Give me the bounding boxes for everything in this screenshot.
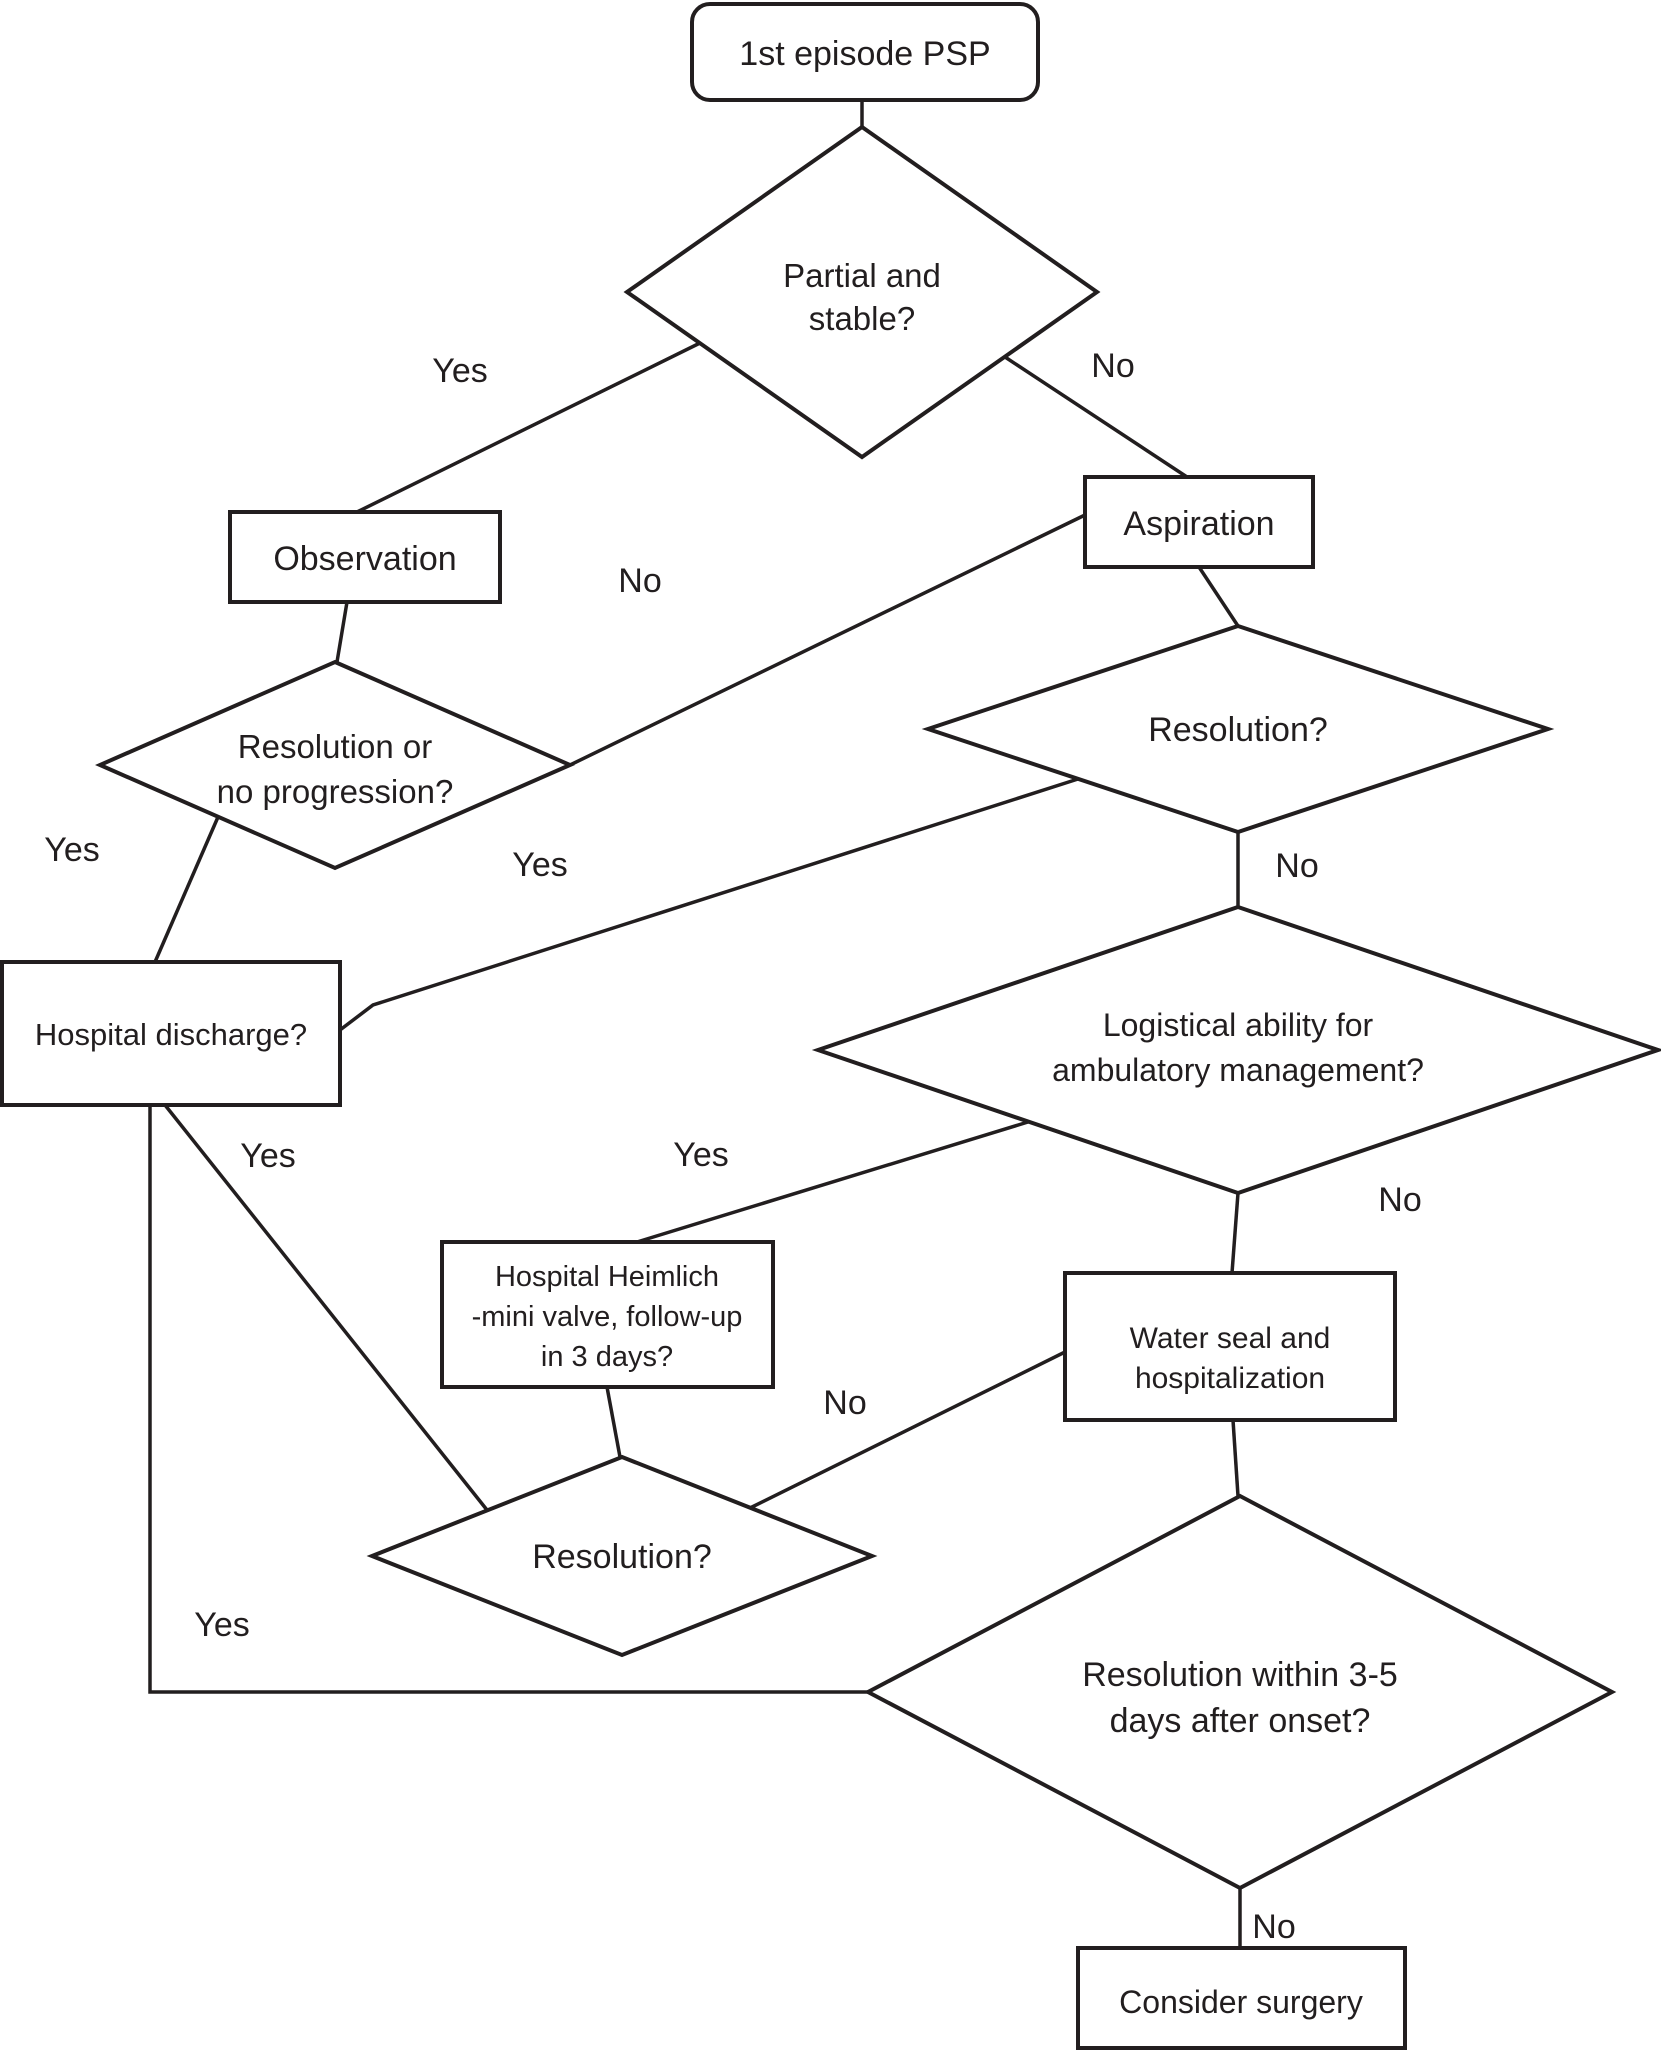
heimlich-box-label-line1: Hospital Heimlich (495, 1261, 719, 1293)
observation-box-label: Observation (273, 540, 456, 578)
aspiration-box-shape (1083, 475, 1315, 569)
start-box-shape (690, 2, 1040, 102)
hospital-discharge-box-shape (0, 960, 342, 1107)
decision-resolution-or-no-progression-label-line1: Resolution or (238, 728, 432, 765)
label-resolution35-yes: Yes (194, 1606, 249, 1644)
edge-resolution35-yes-return-to-discharge (148, 1105, 868, 1694)
edge-resolution2-no-to-waterseal (749, 1350, 1066, 1510)
decision-resolution-after-heimlich-shape (366, 1454, 878, 1658)
label-partial-no: No (1091, 347, 1134, 385)
label-resnoprog-no: No (618, 562, 661, 600)
edge-logistical-yes-to-heimlich (636, 1120, 1029, 1244)
decision-logistical-ability-label-line2: ambulatory management? (1052, 1052, 1424, 1088)
water-seal-box-label-line2: hospitalization (1135, 1362, 1325, 1395)
decision-partial-stable-shape (623, 124, 1101, 460)
decision-resolution-3-5-days-shape (863, 1493, 1617, 1891)
water-seal-box-shape (1063, 1271, 1397, 1422)
label-partial-yes: Yes (432, 352, 487, 390)
decision-logistical-ability-label-line1: Logistical ability for (1103, 1007, 1374, 1043)
decision-resolution-after-aspiration-shape (921, 623, 1555, 835)
edge-resolution2-yes-to-discharge (163, 1103, 489, 1512)
decision-resolution-or-no-progression-label-line2: no progression? (217, 773, 454, 810)
water-seal-box-label-line1: Water seal and (1130, 1322, 1331, 1355)
edge-logistical-no-to-waterseal (1230, 1192, 1240, 1274)
edge-heimlich-to-resolution2 (605, 1386, 622, 1458)
decision-partial-stable-label-line1: Partial and (783, 257, 941, 294)
label-logistical-no: No (1378, 1181, 1421, 1219)
consider-surgery-box-label: Consider surgery (1119, 1984, 1363, 2020)
heimlich-box-label-line2: -mini valve, follow-up (472, 1301, 743, 1333)
decision-resolution-3-5-days-label-line2: days after onset? (1110, 1702, 1371, 1740)
heimlich-box-shape (440, 1240, 775, 1389)
decision-logistical-ability-shape (811, 904, 1661, 1196)
heimlich-box-label-line3: in 3 days? (541, 1341, 673, 1373)
label-resolution1-no: No (1275, 847, 1318, 885)
consider-surgery-box-shape (1076, 1946, 1407, 2050)
observation-box-shape (228, 510, 502, 604)
decision-resolution-3-5-days-label-line1: Resolution within 3-5 (1082, 1656, 1398, 1694)
label-resolution35-no: No (1252, 1908, 1295, 1946)
label-resolution2-no: No (823, 1384, 866, 1422)
start-box-label: 1st episode PSP (739, 35, 990, 73)
edges (148, 100, 1242, 1948)
edge-aspiration-to-resolution1 (1197, 566, 1240, 627)
edge-resolution1-yes-to-discharge (338, 777, 1079, 1032)
edge-partial-yes-to-observation (356, 341, 701, 514)
edge-resnoprog-no-to-aspiration (569, 513, 1086, 767)
edge-partial-no-to-aspiration (1004, 355, 1188, 479)
label-resnoprog-yes: Yes (44, 831, 99, 869)
node-labels: 1st episode PSP Partial and stable? Obse… (35, 35, 1424, 2020)
edge-resnoprog-yes-to-discharge (153, 816, 220, 963)
decision-resolution-or-no-progression-shape (95, 659, 575, 871)
edge-observation-to-resnoprog (335, 601, 349, 663)
label-resolution2-yes: Yes (240, 1137, 295, 1175)
hospital-discharge-box-label: Hospital discharge? (35, 1017, 307, 1052)
decision-partial-stable-label-line2: stable? (809, 300, 915, 337)
label-resolution1-yes: Yes (512, 846, 567, 884)
label-logistical-yes: Yes (673, 1136, 728, 1174)
decision-resolution-after-aspiration-label: Resolution? (1148, 711, 1328, 749)
edge-waterseal-to-resolution35 (1231, 1419, 1240, 1497)
aspiration-box-label: Aspiration (1123, 505, 1274, 543)
branch-labels: Yes No No Yes Yes No Yes No Yes No Yes N… (44, 347, 1421, 1946)
decision-resolution-after-heimlich-label: Resolution? (532, 1538, 712, 1576)
